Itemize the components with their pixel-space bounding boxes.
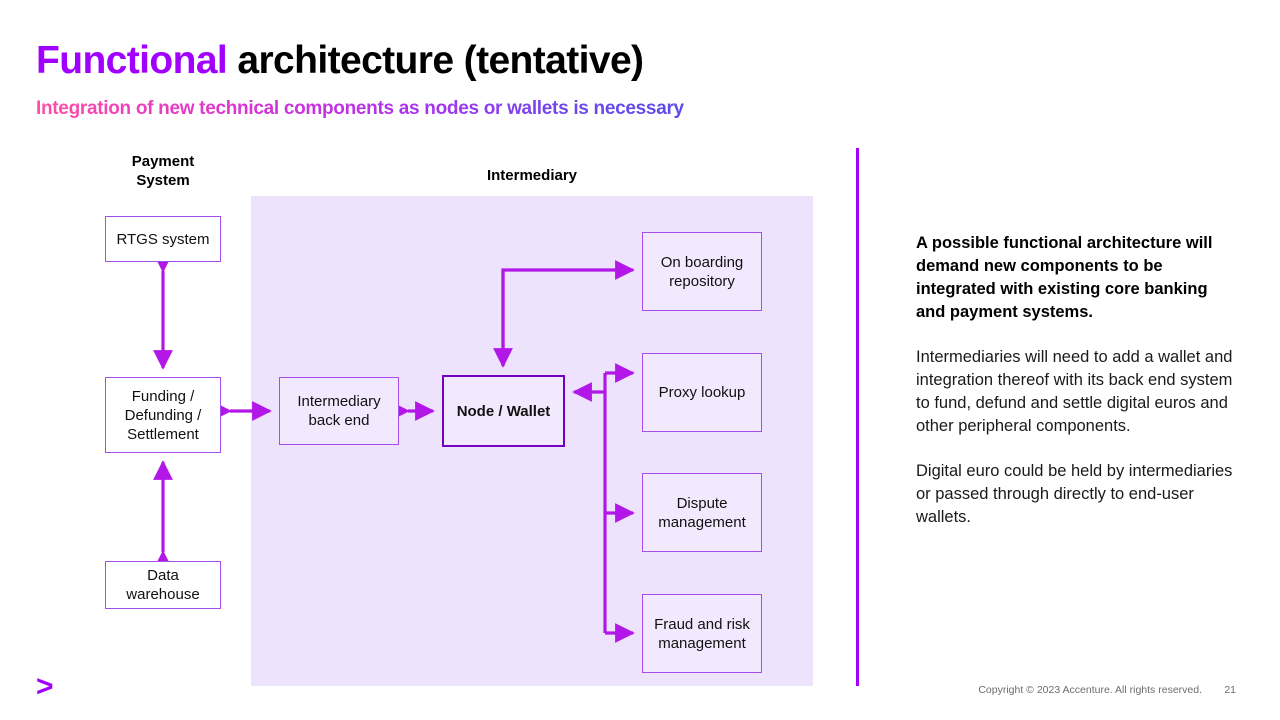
node-node-wallet[interactable]: Node / Wallet xyxy=(442,375,565,447)
node-dispute-management[interactable]: Dispute management xyxy=(642,473,762,552)
node-intermediary-back-end[interactable]: Intermediary back end xyxy=(279,377,399,445)
node-data-warehouse[interactable]: Data warehouse xyxy=(105,561,221,609)
commentary-lead: A possible functional architecture will … xyxy=(916,234,1213,321)
page-subtitle: Integration of new technical components … xyxy=(36,96,684,122)
accenture-chevron-logo-icon: > xyxy=(36,670,54,703)
column-label-payment-system: Payment System xyxy=(131,153,195,189)
commentary-paragraph-1: Intermediaries will need to add a wallet… xyxy=(916,348,1233,435)
node-on-boarding-repository[interactable]: On boarding repository xyxy=(642,232,762,311)
commentary-paragraph-2: Digital euro could be held by intermedia… xyxy=(916,462,1233,526)
page-title: Functional architecture (tentative) xyxy=(36,38,644,84)
page-title-accent: Functional xyxy=(36,39,228,82)
node-funding-defunding-settlement[interactable]: Funding / Defunding / Settlement xyxy=(105,377,221,453)
architecture-diagram: Payment System Intermediary xyxy=(105,153,813,686)
commentary-panel: A possible functional architecture will … xyxy=(916,232,1234,551)
node-proxy-lookup[interactable]: Proxy lookup xyxy=(642,353,762,432)
footer-page-number: 21 xyxy=(1224,684,1236,696)
node-rtgs-system[interactable]: RTGS system xyxy=(105,216,221,262)
node-fraud-and-risk-management[interactable]: Fraud and risk management xyxy=(642,594,762,673)
page-title-plain: architecture (tentative) xyxy=(227,39,644,82)
vertical-divider xyxy=(856,148,859,686)
column-label-intermediary: Intermediary xyxy=(486,167,578,184)
footer-copyright: Copyright © 2023 Accenture. All rights r… xyxy=(978,684,1202,696)
